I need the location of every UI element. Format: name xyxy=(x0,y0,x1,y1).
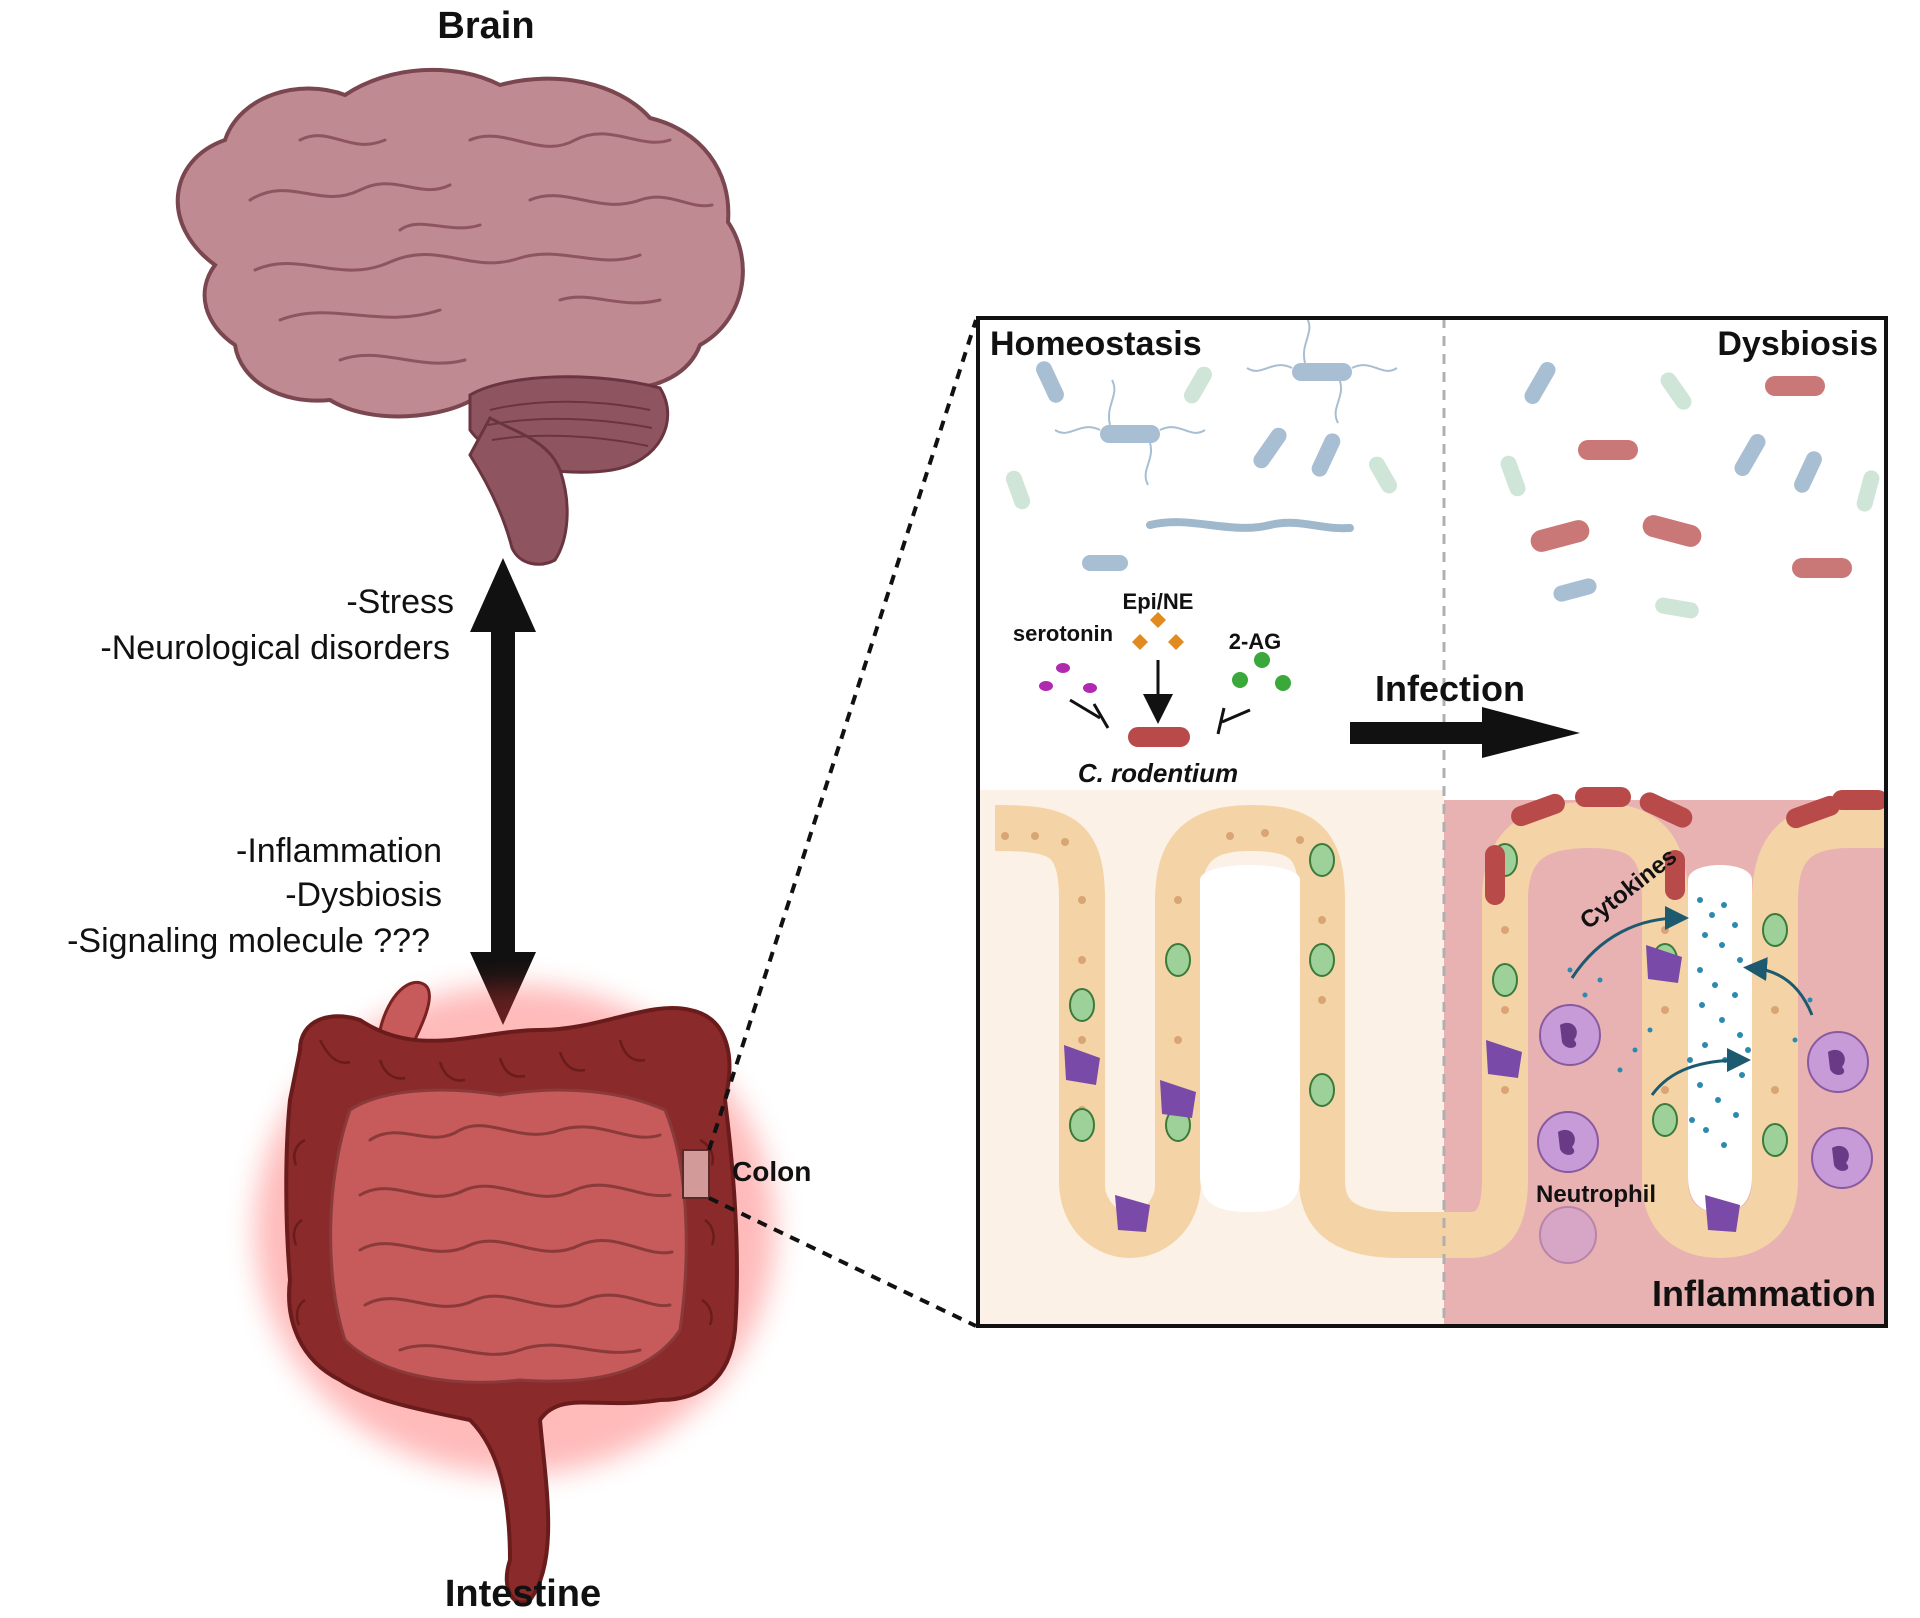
brain-illustration xyxy=(175,67,745,566)
serotonin-inhibition xyxy=(1069,698,1110,729)
dysbiosis-item-label: -Dysbiosis xyxy=(285,876,442,914)
c-rodentium-bacterium xyxy=(1128,727,1190,747)
bacterium xyxy=(1856,470,1880,512)
neutrophil-cell xyxy=(1539,1206,1597,1264)
serotonin-label: serotonin xyxy=(1013,621,1113,646)
commensal-bacteria-homeostasis xyxy=(1005,318,1398,571)
cytokine-arrow-lower xyxy=(1650,1048,1751,1096)
small-intestine-coils xyxy=(358,1124,674,1356)
arrow-shaft xyxy=(491,610,515,980)
bacterium xyxy=(1500,455,1526,497)
enteroendocrine-cells xyxy=(1064,945,1740,1232)
bacterium xyxy=(1794,451,1822,493)
c-rodentium-label: C. rodentium xyxy=(1078,758,1238,788)
bacterium xyxy=(1082,555,1128,571)
pathogen-luminal xyxy=(1530,376,1852,578)
bacterium xyxy=(1036,361,1064,403)
bacterium-flagellated xyxy=(1292,363,1352,381)
two-ag-molecules xyxy=(1232,652,1291,691)
colon-label: Colon xyxy=(732,1156,811,1187)
crypt-lumen-2 xyxy=(1688,865,1752,1212)
epi-ne-label: Epi/NE xyxy=(1123,589,1194,614)
small-intestine xyxy=(329,1088,688,1384)
panel-border xyxy=(976,316,1888,1328)
two-ag-inhibition xyxy=(1216,707,1251,735)
crypt-lumen-3 xyxy=(1105,868,1155,1208)
inflammation-item-label: -Inflammation xyxy=(236,832,442,870)
bacterium xyxy=(1553,578,1597,602)
bacterium xyxy=(1660,372,1692,410)
bacterium-flagellated xyxy=(1100,425,1160,443)
cytokine-arrow-mid xyxy=(1743,957,1814,1016)
neutrophil-nuclei xyxy=(1558,1022,1849,1171)
bacterium xyxy=(1524,362,1556,404)
homeostasis-label: Homeostasis xyxy=(990,325,1202,363)
two-ag-label: 2-AG xyxy=(1229,629,1282,654)
colon-haustra xyxy=(292,1039,715,1326)
brain-stem xyxy=(468,415,569,566)
stress-label: -Stress xyxy=(346,583,454,621)
crypt-lumen-1 xyxy=(1200,865,1300,1212)
neurological-disorders-label: -Neurological disorders xyxy=(100,629,450,667)
dysbiosis-label: Dysbiosis xyxy=(1717,325,1878,363)
cytokine-arrow-upper xyxy=(1570,906,1689,979)
bacterium xyxy=(1734,434,1766,476)
bacterium xyxy=(1005,470,1031,510)
colon-region-box xyxy=(682,1149,710,1199)
cytokine-particles xyxy=(1567,897,1813,1148)
infection-arrow xyxy=(1350,707,1580,758)
bacterium xyxy=(1253,427,1287,469)
bacterium xyxy=(1184,366,1212,404)
crypt-epithelium-dysbiosis xyxy=(1444,801,1886,1259)
arrow-head-up xyxy=(470,558,536,632)
bacterium xyxy=(1655,597,1699,619)
zoom-line-bottom xyxy=(708,1196,977,1328)
attached-c-rodentium xyxy=(1485,787,1886,905)
brain-label: Brain xyxy=(437,5,534,47)
cerebellum-folds xyxy=(487,400,653,447)
intestine-label: Intestine xyxy=(445,1573,601,1615)
brain-gyri xyxy=(248,132,714,365)
serotonin-molecules xyxy=(1039,663,1097,693)
brain-cortex xyxy=(175,67,745,419)
bacterium xyxy=(1311,433,1341,477)
intestine-illustration xyxy=(255,980,775,1605)
bacterium xyxy=(1369,456,1397,494)
neutrophil-label: Neutrophil xyxy=(1536,1181,1656,1208)
epi-ne-molecules xyxy=(1132,612,1184,650)
inflammation-label: Inflammation xyxy=(1652,1273,1876,1314)
infection-label: Infection xyxy=(1375,668,1525,709)
detail-panel: Homeostasis Dysbiosis serotonin Epi/NE 2… xyxy=(976,316,1888,1328)
signaling-molecule-label: -Signaling molecule ??? xyxy=(67,922,430,960)
bidirectional-arrow xyxy=(470,558,536,1025)
zoom-line-top xyxy=(707,319,978,1151)
bacteria-dysbiosis xyxy=(1500,362,1880,619)
